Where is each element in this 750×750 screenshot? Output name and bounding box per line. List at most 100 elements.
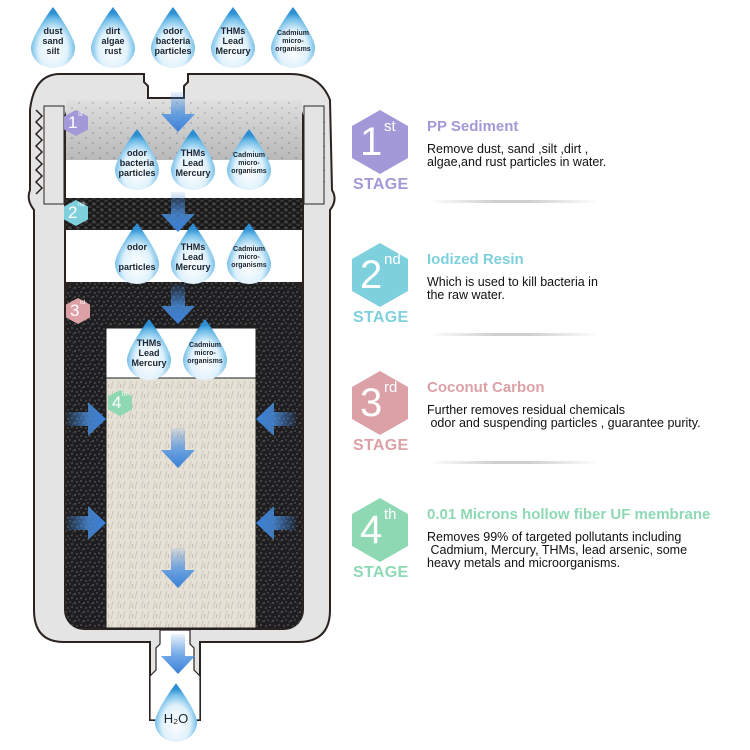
drop-label-line: micro- <box>238 160 260 167</box>
stage-word: STAGE <box>353 309 409 326</box>
drop-label-line: Lead <box>222 36 244 46</box>
drop-label-line: organisms <box>187 358 223 365</box>
stage-suffix: st <box>384 118 396 135</box>
drop-label-line: dirt <box>105 26 121 36</box>
stage-title: Coconut Carbon <box>427 379 545 396</box>
flow-arrow-down <box>161 634 195 674</box>
drop-label-line: micro- <box>194 350 216 357</box>
stage-word: STAGE <box>353 176 409 193</box>
drop-label-line: THMs <box>136 338 162 348</box>
divider <box>428 461 598 464</box>
drop-label-line: sand <box>42 36 64 46</box>
uf-membrane-layer <box>105 377 257 629</box>
drop-label-line: algae <box>101 36 125 46</box>
stage-word: STAGE <box>353 564 409 581</box>
drop-label-line: Mercury <box>215 46 251 56</box>
drop-label-line: bacteria <box>119 158 155 168</box>
drop-label-line: organisms <box>275 46 311 53</box>
drop-label-line: organisms <box>231 168 267 175</box>
stage-description: Which is used to kill bacteria in the ra… <box>427 275 598 302</box>
stage-suffix: th <box>384 506 397 523</box>
drop-label-line: Lead <box>138 348 160 358</box>
drop-label-line: odor <box>163 26 183 36</box>
flow-arrow-down <box>161 548 195 588</box>
stage-description: Further removes residual chemicals odor … <box>427 403 701 430</box>
drop-label-line: Lead <box>182 158 204 168</box>
drop-label-line: bacteria <box>155 36 191 46</box>
stage-description: Remove dust, sand ,silt ,dirt , algae,an… <box>427 142 607 169</box>
thread-left <box>34 109 44 195</box>
drop-label-line: particles <box>154 46 192 56</box>
drop-label-line: Mercury <box>175 262 211 272</box>
output-label: H₂O <box>163 711 189 726</box>
flow-arrow-right <box>66 506 106 540</box>
flow-arrow-left <box>256 402 296 436</box>
output-water-drop: H₂O <box>152 680 200 744</box>
stage-number: 2 <box>360 253 383 297</box>
flow-arrow-down <box>161 92 195 132</box>
drop-label-line: Cadmium <box>277 30 309 37</box>
drop-label-line: Cadmium <box>189 342 221 349</box>
drop-label-line: Mercury <box>131 358 167 368</box>
stage-number: 4 <box>360 508 383 552</box>
stage-suffix: nd <box>384 251 401 268</box>
stage-number: 1 <box>360 120 383 164</box>
flow-arrow-left <box>256 506 296 540</box>
stage-number: 3 <box>360 381 383 425</box>
drop-label-line: dust <box>43 26 63 36</box>
drop-label-line: odor <box>127 148 147 158</box>
drop-label-line: particles <box>118 168 156 178</box>
stage-suffix: rd <box>384 379 398 396</box>
flow-arrow-down <box>161 428 195 468</box>
drop-label-line: micro- <box>238 254 260 261</box>
drop-label-line: Mercury <box>175 168 211 178</box>
flow-arrow-down <box>161 284 195 324</box>
outlet-channel <box>149 629 201 721</box>
flow-arrow-down <box>161 192 195 232</box>
stage-title: Iodized Resin <box>427 251 524 268</box>
divider <box>428 200 598 203</box>
drop-label-line: particles <box>118 262 156 272</box>
drop-label: odor particles <box>112 242 162 272</box>
drop-label-line: silt <box>46 46 60 56</box>
stage-title: 0.01 Microns hollow fiber UF membrane <box>427 506 711 523</box>
flow-arrow-right <box>66 402 106 436</box>
drop-label-line: odor <box>127 242 147 252</box>
stage-word: STAGE <box>353 437 409 454</box>
drop-label-line: micro- <box>282 38 304 45</box>
drop-label-line: Cadmium <box>233 246 265 253</box>
